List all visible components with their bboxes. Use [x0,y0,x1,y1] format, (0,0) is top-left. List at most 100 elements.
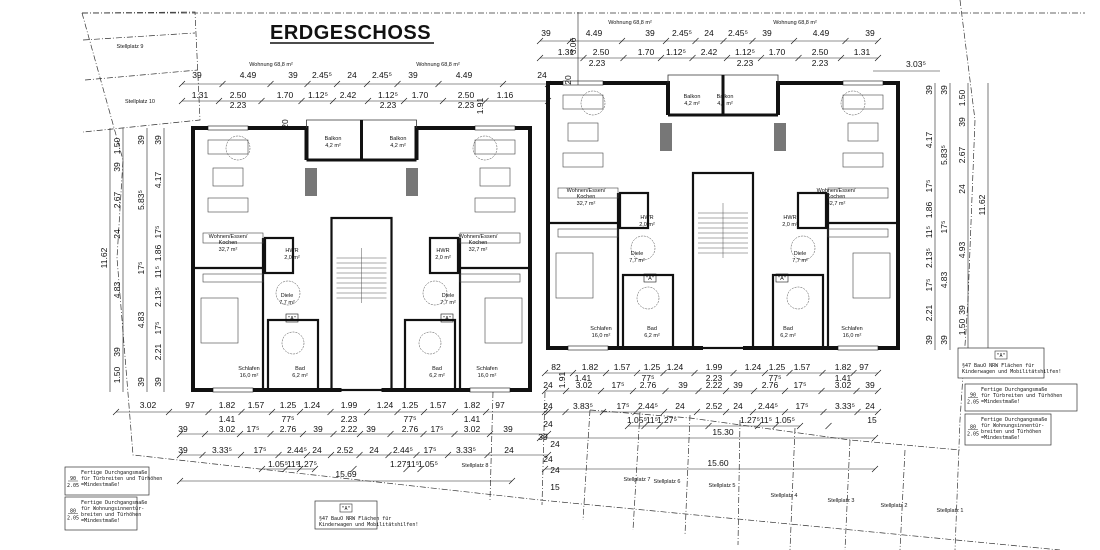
dimension-value: 4.83 [112,281,122,298]
dimension-tick [176,451,184,459]
apartment-label: Wohnung 68,8 m² [249,62,293,68]
dimension-value: 39 [762,28,772,38]
dimension-value: 2.76 [402,424,419,434]
dimension-value: 24 [312,445,322,455]
dimension-value: 1.27⁵ [740,415,760,425]
parking-divider [789,427,796,550]
dimension-value: 2.50 [812,47,829,57]
dimension-value: 3.02 [219,424,236,434]
dimension-value: 11⁵ [407,459,419,469]
dimension-value: 3.33⁵ [835,401,855,411]
dimension-value: 4.49 [240,70,257,80]
dimension-value: 17⁵ [612,380,625,390]
dimension-value: 17⁵ [431,424,444,434]
window [212,387,254,393]
door-note-text: =Mindestmaße! [981,399,1020,405]
dimension-value: 11⁵ [924,226,934,238]
area-a-text: Kinderwagen und Mobilitätshilfen! [962,369,1061,375]
hwr-wall [428,236,460,275]
room-label: Balkon [325,136,342,142]
room-area: 2,0 m² [284,255,300,261]
dimension-value: 17⁵ [924,180,934,193]
window [474,125,516,131]
dimension-tick [541,387,549,395]
dimension-tick [215,97,223,105]
turning-circle [422,280,448,306]
room-label: Bad [432,366,442,372]
dimension-value: 1.82 [582,362,599,372]
dimension-value: 24 [550,439,560,449]
dimension-value: 2.76 [280,424,297,434]
hwr-wall [796,191,828,230]
dimension-value: 24 [704,28,714,38]
dimension-value: 2.45⁵ [672,28,692,38]
dimension-tick [632,408,639,416]
dimension-tick [387,430,394,438]
dimension-value: 2.23 [589,58,606,68]
dimension-value: 4.17 [924,131,934,148]
turning-circle [636,286,660,310]
wardrobe [827,228,889,238]
marker-a-box [285,313,299,323]
sofa [842,94,884,110]
room-label: Schlafen [841,326,862,332]
dimension-value: 39 [678,380,688,390]
dimension-tick [112,408,120,416]
dimension-tick [536,54,544,62]
room-area: 7,7 m² [440,300,456,306]
dimension-value: 1.25 [769,362,786,372]
room-label: Wohnen/Essen/Kochen [567,188,606,200]
dimension-tick [400,97,408,105]
turning-circle [630,235,656,261]
dimension-value: 1.24 [745,362,762,372]
table [847,122,879,142]
room-area: 7,7 m² [629,258,645,264]
sofa [207,197,249,213]
door-note-fraction-bottom: 2.05 [967,400,979,406]
window [842,80,884,86]
dimension-value: 1.91 [557,371,567,388]
room-area: 6,2 m² [780,333,796,339]
dimension-value: 39 [288,70,298,80]
dimension-tick [350,465,357,473]
room-label: HWR [640,215,653,221]
room-label: Balkon [684,94,701,100]
sofa [562,94,604,110]
dimension-tick [439,97,447,105]
parking-outline [82,32,196,41]
dimension-value: 1.27⁵ [297,459,317,469]
dimension-tick [329,97,337,105]
room-area: 32,7 m² [577,201,596,207]
marker-a-box [775,273,789,283]
dimension-value: 1.86 [924,201,934,218]
parking-space-label: Stellplatz 8 [462,463,489,469]
parking-space-label: Stellplatz 10 [125,99,155,105]
dimension-value: 1.24 [377,400,394,410]
dimension-tick [544,97,552,105]
dimension-value: 39 [178,424,188,434]
dimension-tick [562,408,569,416]
room-area: 6,2 m² [644,333,660,339]
door-inner-note-fraction-bottom: 2.05 [967,432,979,438]
dimension-tick [761,369,769,377]
dimension-value: 24 [543,454,553,464]
dimension-value: 39 [408,70,418,80]
dimension-value: 15.69 [335,469,357,479]
dimension-value: 2.21 [924,304,934,321]
door-note-text: für Türbreiten und Türhöhen [81,476,162,482]
dimension-value: 39 [136,135,146,145]
parking-divider [582,409,591,521]
marker-a: "A" [288,316,296,322]
dimension-value: 11.62 [977,194,987,215]
dimension-value: 20 [280,119,290,129]
dimension-value: 2.67 [112,191,122,208]
dimension-value: 2.44⁵ [638,401,658,411]
dimension-value: 2.45⁵ [372,70,392,80]
dimension-tick [580,54,587,62]
dimension-value: 17⁵ [617,401,630,411]
marker-a: "A" [778,276,786,282]
dimension-tick [662,37,670,45]
window [562,80,604,86]
dimension-tick [258,97,265,105]
